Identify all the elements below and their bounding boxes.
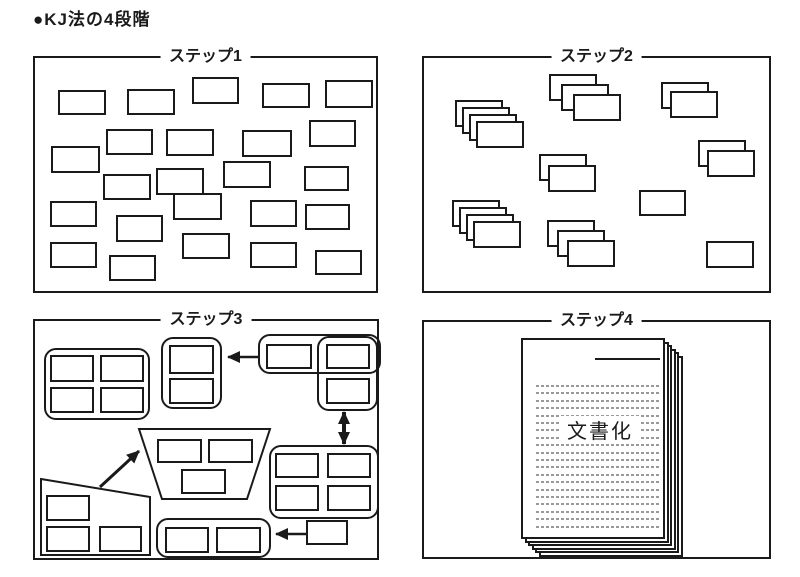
step3-grouped-cards — [35, 321, 381, 558]
grouped-card — [216, 527, 261, 553]
idea-card — [156, 168, 204, 195]
single-card — [639, 190, 686, 216]
idea-card — [223, 161, 271, 188]
card-group-outline — [258, 334, 381, 374]
document-text-line — [536, 392, 659, 395]
stacked-card — [670, 91, 718, 118]
grouped-card — [165, 527, 209, 553]
idea-card — [58, 90, 106, 115]
idea-card — [173, 193, 222, 220]
idea-card — [116, 215, 163, 242]
step2-card-stacks — [424, 58, 769, 291]
document-text-line — [536, 488, 659, 491]
document-text-line — [536, 399, 659, 402]
grouped-card — [275, 485, 319, 511]
step3-connectors-layer — [40, 351, 350, 556]
grouped-card — [169, 378, 214, 404]
panel-step2: ステップ2 — [422, 47, 771, 293]
stacked-card — [473, 221, 521, 248]
grouped-card — [326, 378, 370, 404]
document-text-line — [536, 473, 659, 476]
document-label: 文書化 — [561, 416, 639, 443]
grouped-card — [100, 387, 144, 413]
grouped-card — [46, 495, 90, 521]
card-group-outline — [44, 348, 150, 420]
grouped-card — [50, 387, 94, 413]
document-text-line — [536, 466, 659, 469]
grouped-card — [46, 526, 90, 552]
idea-card — [309, 120, 356, 147]
page-title: ●KJ法の4段階 — [33, 10, 151, 29]
document-text-line — [536, 503, 659, 506]
stacked-card — [476, 121, 524, 148]
panel-step2-label: ステップ2 — [551, 47, 642, 67]
step1-scattered-cards — [35, 58, 376, 291]
idea-card — [106, 129, 153, 155]
document-text-line — [536, 414, 659, 417]
idea-card — [192, 77, 239, 104]
idea-card — [262, 83, 310, 108]
grouped-card — [275, 453, 319, 478]
grouped-card — [266, 344, 312, 369]
card-group-outline — [317, 336, 378, 411]
grouped-card — [157, 439, 202, 463]
idea-card — [315, 250, 362, 275]
idea-card — [182, 233, 230, 259]
grouped-card — [306, 520, 348, 545]
document-title-line — [595, 358, 660, 360]
idea-card — [50, 242, 97, 268]
arrow — [98, 449, 141, 489]
grouped-card — [327, 453, 371, 478]
document-text-line — [536, 451, 659, 454]
document-text-line — [536, 510, 659, 513]
idea-card — [250, 242, 297, 268]
idea-card — [109, 255, 156, 281]
document-text-line — [536, 481, 659, 484]
grouped-card — [326, 344, 370, 369]
card-group-outline — [161, 337, 222, 409]
idea-card — [242, 130, 292, 157]
card-group-outline — [156, 518, 271, 558]
card-group-outline — [269, 445, 379, 519]
panel-step3: ステップ3 — [33, 310, 381, 560]
document-text-line — [536, 444, 659, 447]
stacked-card — [573, 94, 621, 121]
grouped-card — [99, 526, 142, 552]
panel-step4: ステップ4 文書化 — [422, 311, 771, 559]
panel-step3-label: ステップ3 — [160, 310, 252, 330]
panel-step1-label: ステップ1 — [160, 47, 251, 67]
card-group-polygon — [40, 477, 151, 556]
document-front-page: 文書化 — [521, 338, 665, 539]
document-text-line — [536, 525, 659, 528]
document-text-line — [536, 518, 659, 521]
document-text-line — [536, 407, 659, 410]
document-text-line — [536, 385, 659, 387]
idea-card — [305, 204, 350, 230]
grouped-card — [169, 345, 214, 374]
stacked-card — [707, 150, 755, 177]
document-text-line — [536, 496, 659, 498]
idea-card — [127, 89, 175, 115]
grouped-card — [327, 485, 371, 511]
idea-card — [103, 174, 151, 200]
panel-step1: ステップ1 — [33, 47, 378, 293]
panel-step4-label: ステップ4 — [551, 311, 642, 331]
grouped-card — [50, 355, 94, 382]
grouped-card — [181, 469, 226, 494]
card-group-polygon — [137, 428, 272, 500]
document-text-line — [536, 459, 659, 461]
stacked-card — [548, 165, 596, 192]
idea-card — [166, 129, 214, 156]
grouped-card — [100, 355, 144, 382]
step4-document-stack: 文書化 — [424, 322, 769, 557]
idea-card — [304, 166, 349, 191]
idea-card — [250, 200, 297, 227]
single-card — [706, 241, 754, 268]
idea-card — [325, 80, 373, 108]
stacked-card — [567, 240, 615, 267]
grouped-card — [208, 439, 253, 463]
idea-card — [51, 146, 100, 173]
idea-card — [50, 201, 97, 227]
